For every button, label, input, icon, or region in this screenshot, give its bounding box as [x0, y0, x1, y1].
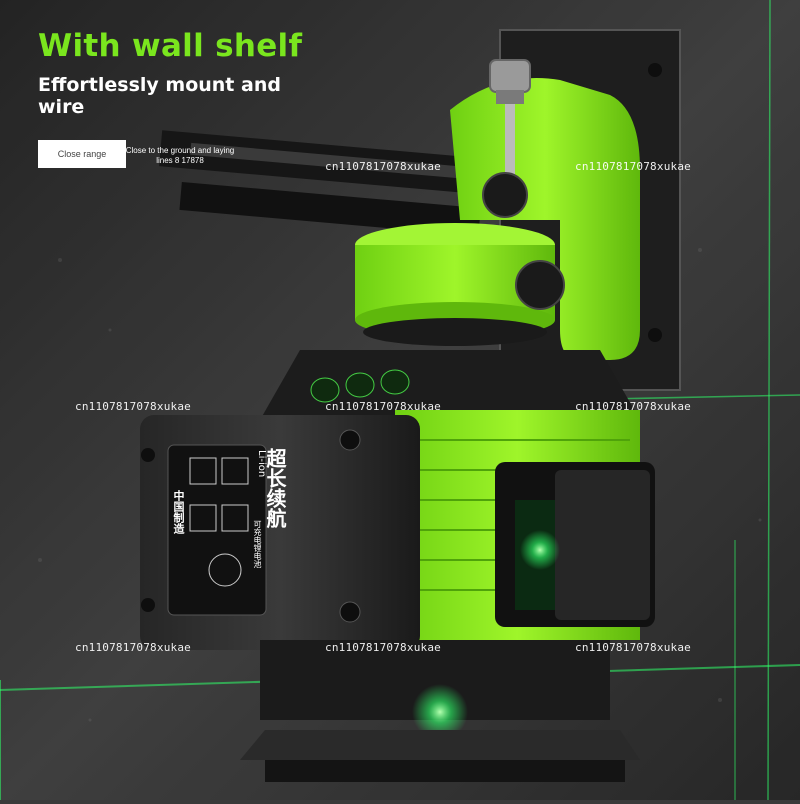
- control-button: [345, 372, 375, 398]
- lock-knob-lower: [515, 260, 565, 310]
- feature-tag-label: Close range: [38, 140, 126, 168]
- top-knob-base: [496, 90, 524, 104]
- level-top-housing: [260, 350, 640, 420]
- battery-screw: [141, 448, 155, 462]
- laser-window-cover: [555, 470, 650, 620]
- battery-screw: [339, 601, 361, 623]
- watermark-text: cn1107817078xukae: [75, 641, 191, 654]
- plate-screw-hole: [648, 328, 662, 342]
- battery-icon-slot: [221, 504, 249, 532]
- watermark-text: cn1107817078xukae: [575, 641, 691, 654]
- top-adjustment-knob: [489, 59, 531, 93]
- base-foot: [265, 760, 625, 782]
- watermark-text: cn1107817078xukae: [575, 400, 691, 413]
- battery-screw: [141, 598, 155, 612]
- wall-texture-speckles: [38, 248, 762, 722]
- subheadline: Effortlessly mount and wire: [38, 74, 281, 118]
- battery-icon-slot: [189, 457, 217, 485]
- battery-icon-slot: [221, 457, 249, 485]
- level-base-plate: [240, 730, 640, 760]
- plate-screw-hole: [648, 63, 662, 77]
- extension-arm-lower: [179, 181, 481, 237]
- battery-brand-label: 超长续航: [263, 448, 287, 528]
- lock-knob-upper: [482, 172, 528, 218]
- feature-tag-note: Close to the ground and laying lines 8 1…: [125, 146, 235, 165]
- battery-type-label: Li-ion: [256, 450, 267, 478]
- adjustment-rod: [505, 100, 515, 210]
- headline: With wall shelf: [38, 28, 303, 64]
- arm-slot: [190, 142, 471, 180]
- battery-origin-label: 中国制造: [172, 490, 185, 534]
- green-bracket: [450, 78, 640, 360]
- watermark-text: cn1107817078xukae: [325, 641, 441, 654]
- rotating-base-ring: [363, 318, 547, 346]
- battery-screw: [339, 429, 361, 451]
- watermark-text: cn1107817078xukae: [325, 160, 441, 173]
- lower-laser-glow: [412, 684, 468, 740]
- laser-emitter-glow: [520, 530, 560, 570]
- control-button: [380, 369, 410, 395]
- watermark-text: cn1107817078xukae: [575, 160, 691, 173]
- watermark-text: cn1107817078xukae: [325, 400, 441, 413]
- control-button: [310, 377, 340, 403]
- watermark-text: cn1107817078xukae: [75, 400, 191, 413]
- battery-icon-slot: [208, 553, 242, 587]
- battery-label-panel: [167, 444, 267, 616]
- battery-charge-label: 可充电锂电池: [253, 520, 262, 568]
- battery-icon-slot: [189, 504, 217, 532]
